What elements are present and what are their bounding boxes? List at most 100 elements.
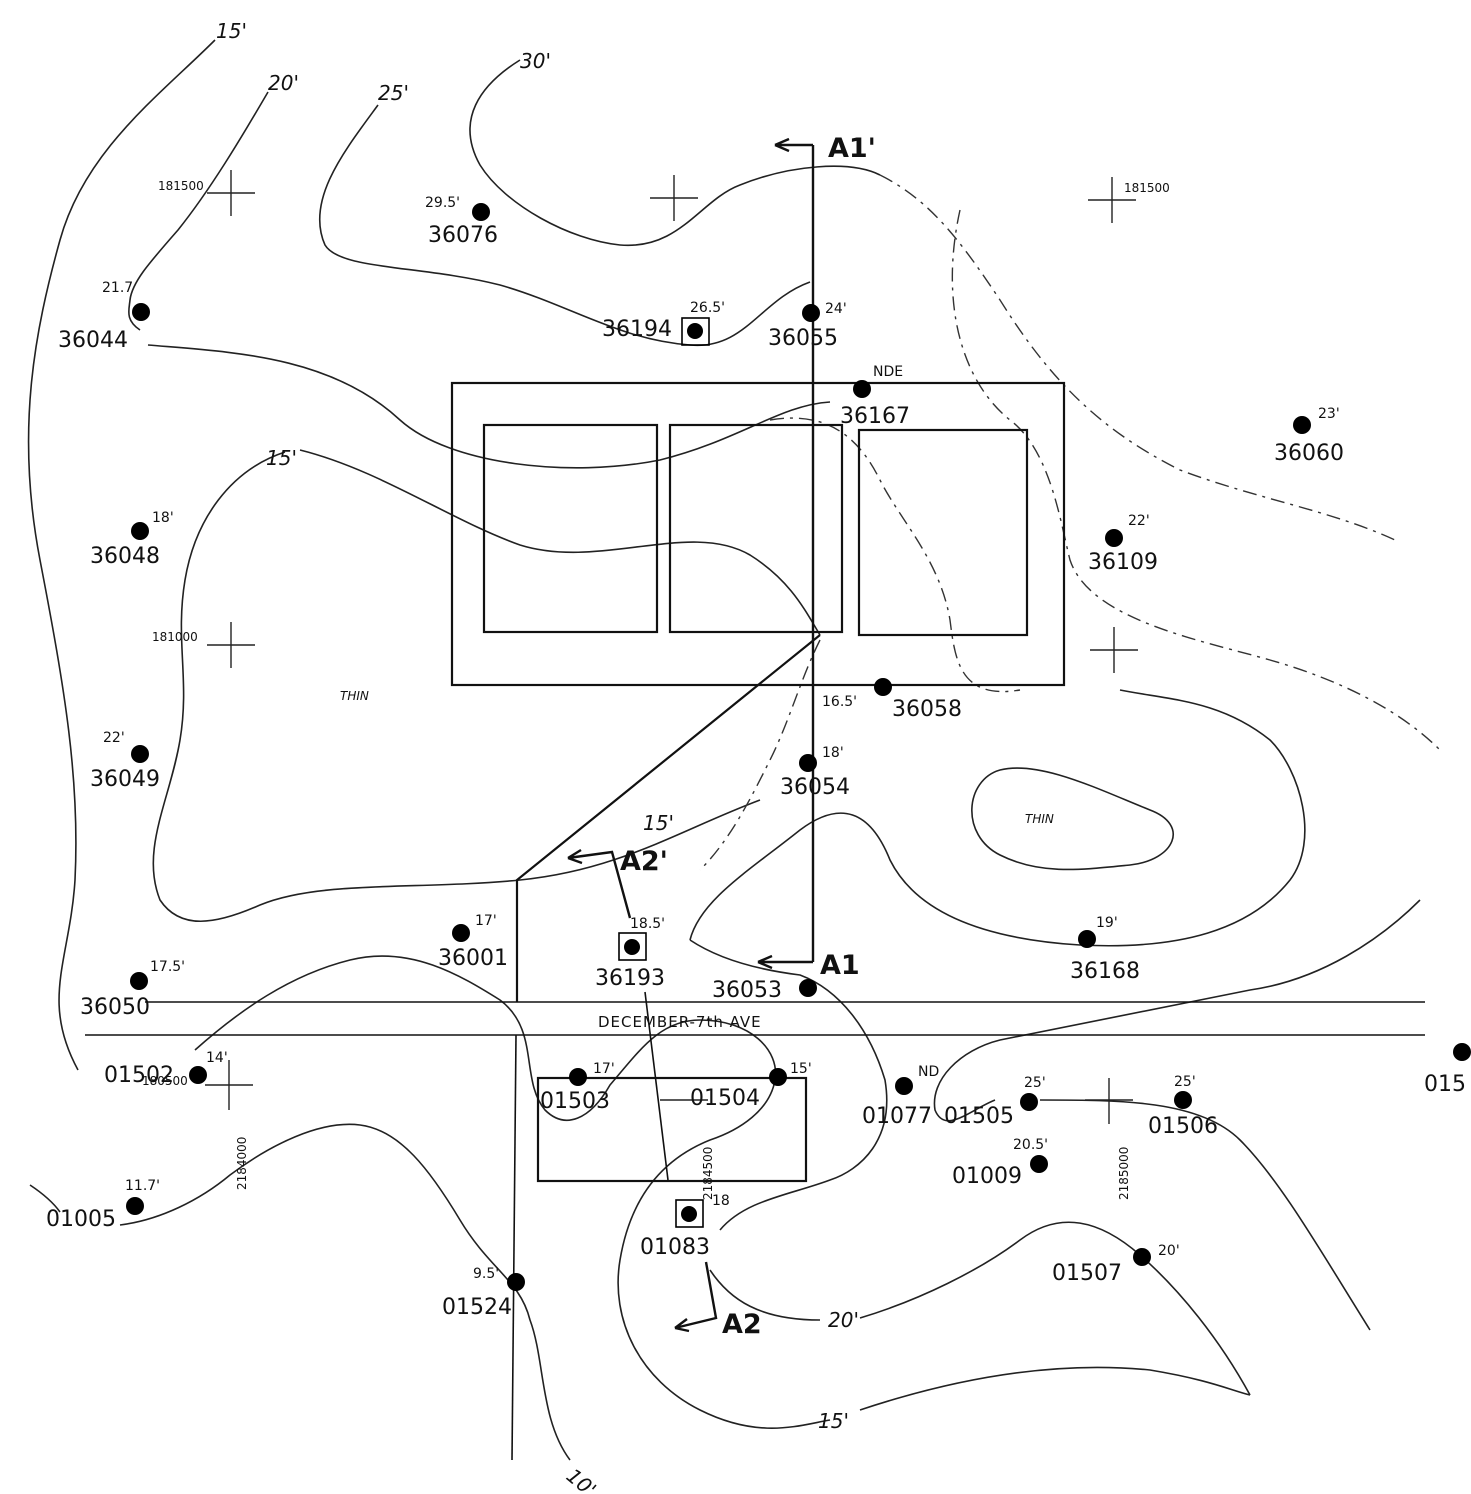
well-value: 25' [1174,1074,1196,1090]
grid-label-181500-left: 181500 [158,179,204,193]
bay-east [857,428,1029,637]
road-lines [85,1001,1425,1461]
contour-lines [27,39,1441,1461]
contour-label-20-bottom: 20' [828,1308,859,1332]
thin-label-west: THIN [340,689,369,703]
well-id: 01506 [1148,1114,1218,1139]
well-id: 36001 [438,946,508,971]
section-a2-prime-label: A2' [620,846,668,877]
well-value: 24' [825,301,847,317]
well-value: 20' [1158,1243,1180,1259]
well-marker [874,678,892,696]
section-a2-arrow [674,1261,718,1333]
well-id: 36044 [58,328,128,353]
well-36193: 18.5' 36193 [595,916,665,991]
lot-outline [515,634,821,1002]
well-marker [1020,1093,1038,1111]
cross-sections: A1' A1 A2' A2 [567,133,876,1340]
well-36048: 18' 36048 [90,510,174,569]
well-value: 20.5' [1013,1137,1048,1153]
south-building [536,1076,808,1183]
well-value: 17' [593,1061,615,1077]
well-id: 36048 [90,544,160,569]
road-west-connector [511,1034,517,1461]
well-marker [131,522,149,540]
thin-label-east: THIN [1025,812,1054,826]
well-marker [853,380,871,398]
well-id: 01507 [1052,1261,1122,1286]
grid-cross-e [1090,627,1138,673]
street-name-label: DECEMBER-7th AVE [598,1013,762,1031]
well-id: 01009 [952,1164,1022,1189]
contour-se-loop [933,899,1421,1122]
grid-label-2184000: 2184000 [235,1137,249,1190]
well-marker [802,304,820,322]
well-marker [1453,1043,1471,1061]
well-marker [569,1068,587,1086]
well-marker [507,1273,525,1291]
well-id: 01524 [442,1295,512,1320]
well-36060: 23' 36060 [1274,406,1344,466]
well-36054: 18' 36054 [780,745,850,800]
well-value: 15' [790,1061,812,1077]
well-value: 26.5' [690,300,725,316]
well-marker [624,939,640,955]
contour-thin-inner [971,767,1174,871]
contour-label-25-top: 25' [378,81,409,105]
well-value: 14' [206,1050,228,1066]
well-id: 01077 [862,1104,932,1129]
section-a2-prime-arrow [567,848,632,919]
well-36058: 16.5' 36058 [822,678,962,722]
well-01524: 9.5' 01524 [442,1266,525,1320]
well-value: 22' [103,730,125,746]
contour-label-15-lower: 15' [643,811,674,835]
well-marker [799,979,817,997]
contour-30 [469,59,881,247]
well-id: 01083 [640,1235,710,1260]
grid-cross-nw [207,170,255,216]
building-frames [450,381,1066,1183]
well-marker [1078,930,1096,948]
well-value: 18 [712,1193,730,1209]
link-36193-street [644,991,669,1181]
well-id: 01502 [104,1063,174,1088]
grid-ticks: 181500 181500 181000 180500 2184000 2184… [142,170,1170,1200]
section-a2-label: A2 [722,1309,762,1340]
well-id: 01505 [944,1104,1014,1129]
well-value: 21.7 [102,280,133,296]
contour-20-southeast [1039,1099,1371,1331]
well-value: 18' [822,745,844,761]
contour-10-bottom [119,1123,571,1461]
well-36194: 26.5' 36194 [602,300,725,346]
well-marker [895,1077,913,1095]
well-01009: 20.5' 01009 [952,1137,1048,1189]
well-01502: 14' 01502 [104,1050,228,1088]
well-marker [687,323,703,339]
contour-label-10-bottom: 10' [562,1463,601,1494]
well-value: NDE [873,364,903,380]
contour-label-15-mid: 15' [266,446,297,470]
contour-10-west-stub [29,1184,61,1213]
contour-20-east [951,209,1441,751]
well-marker [799,754,817,772]
contour-mid-inner [299,449,821,636]
well-id: 36049 [90,767,160,792]
contour-thin-east [689,689,1306,947]
well-id: 36167 [840,404,910,429]
contour-25-west [147,344,831,469]
well-id: 01504 [690,1086,760,1111]
well-id: 36076 [428,223,498,248]
well-36049: 22' 36049 [90,730,160,792]
well-36053: 36053 [712,978,817,1003]
wells: 29.5' 36076 21.7 36044 26.5' 36194 24' 3… [46,195,1471,1320]
well-01505: 25' 01505 [944,1075,1046,1129]
well-id: 36055 [768,326,838,351]
well-01083: 18 01083 [640,1193,730,1260]
well-marker [189,1066,207,1084]
section-a1-prime-arrow [774,137,813,153]
well-value: 19' [1096,915,1118,931]
grid-label-2184500: 2184500 [701,1147,715,1200]
well-id: 36050 [80,995,150,1020]
contour-25-east [879,174,1396,541]
